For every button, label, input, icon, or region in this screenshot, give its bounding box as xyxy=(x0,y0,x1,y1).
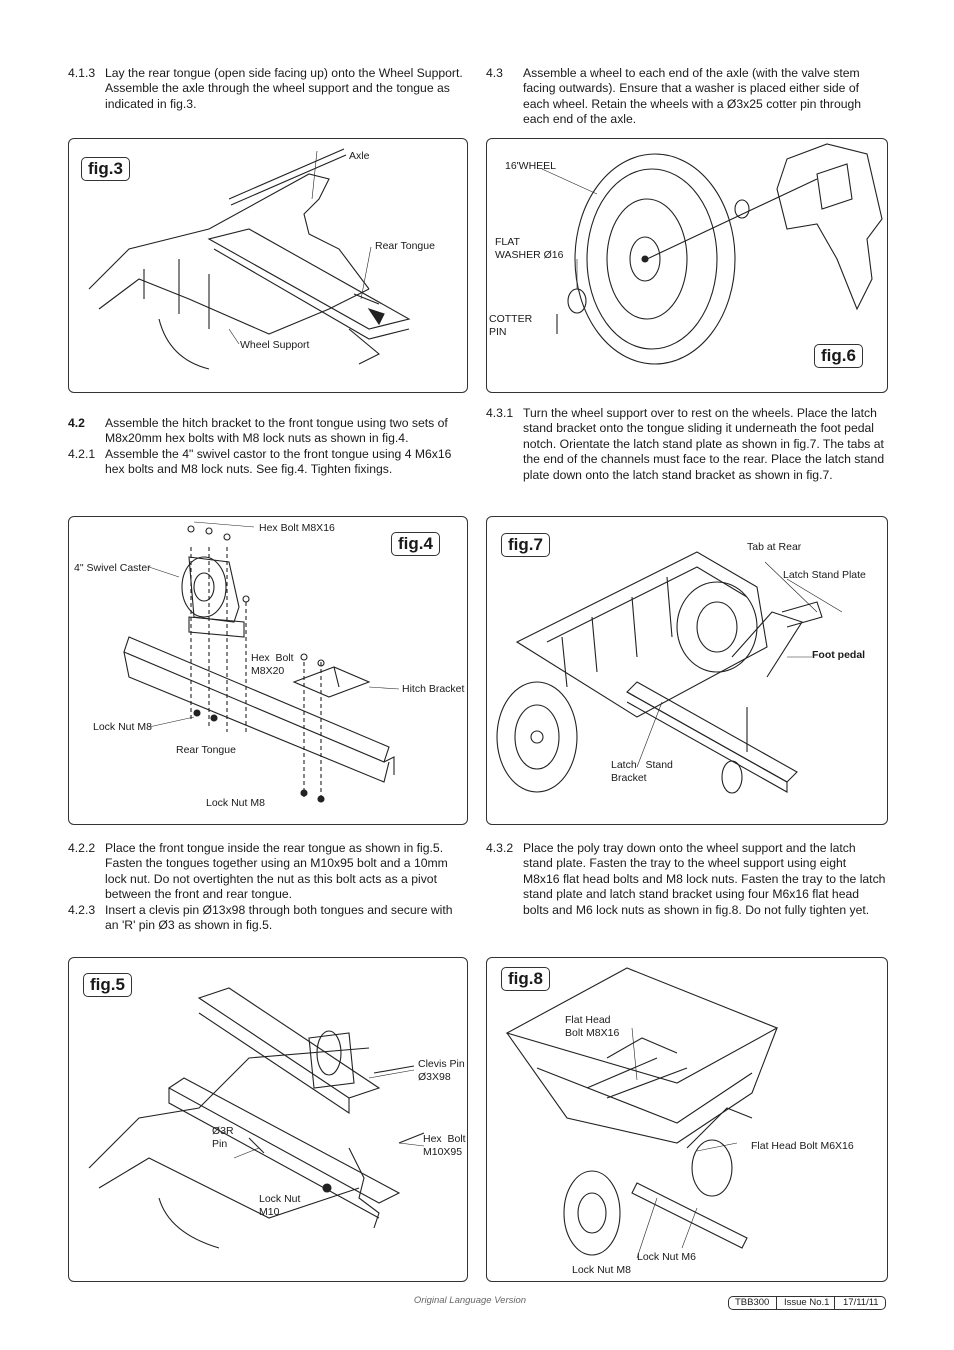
footer-language-note: Original Language Version xyxy=(413,1295,527,1306)
para-4-2-1: 4.2.1 Assemble the 4" swivel castor to t… xyxy=(68,447,466,478)
fig3-callout-rear-tongue: Rear Tongue xyxy=(375,240,435,252)
fig7-callout-plate: Latch Stand Plate xyxy=(783,569,866,581)
fig7-callout-pedal: Foot pedal xyxy=(812,649,866,661)
figure-8: fig.8 Flat Head Bolt M8X16 Flat Head Bol… xyxy=(486,957,888,1282)
para-text: Assemble the 4" swivel castor to the fro… xyxy=(105,447,452,477)
footer-doc-info: TBB300 Issue No.1 17/11/11 xyxy=(728,1296,886,1310)
fig4-callout-hex-mid: Hex Bolt M8X20 xyxy=(251,652,294,677)
para-4-3: 4.3 Assemble a wheel to each end of the … xyxy=(486,66,886,128)
para-4-2: 4.2 Assemble the hitch bracket to the fr… xyxy=(68,416,466,447)
fig4-callout-locknut-2: Lock Nut M8 xyxy=(206,797,265,809)
fig6-drawing xyxy=(541,143,883,365)
fig3-drawing xyxy=(88,148,411,370)
para-number: 4.2 xyxy=(68,416,85,430)
fig8-callout-lock6: Lock Nut M6 xyxy=(637,1251,696,1263)
fig5-callout-clevis: Clevis Pin Ø3X98 xyxy=(418,1058,465,1083)
para-text: Assemble a wheel to each end of the axle… xyxy=(523,66,862,127)
para-text: Lay the rear tongue (open side facing up… xyxy=(105,66,463,111)
fig8-drawing xyxy=(505,967,779,1259)
para-4-3-2: 4.3.2 Place the poly tray down onto the … xyxy=(486,841,886,918)
fig5-callout-hexbolt: Hex Bolt M10X95 xyxy=(423,1133,466,1158)
footer-separator xyxy=(776,1297,777,1309)
para-text: Place the front tongue inside the rear t… xyxy=(105,841,448,902)
para-text: Assemble the hitch bracket to the front … xyxy=(105,416,448,446)
fig6-label: fig.6 xyxy=(814,344,863,368)
fig6-callout-cotter: COTTER PIN xyxy=(489,313,533,338)
fig8-callout-flat6: Flat Head Bolt M6X16 xyxy=(751,1140,854,1152)
footer-issue: Issue No.1 xyxy=(784,1297,830,1308)
fig7-label: fig.7 xyxy=(501,533,550,557)
fig6-callout-wheel: 16'WHEEL xyxy=(505,160,557,172)
para-text: Place the poly tray down onto the wheel … xyxy=(523,841,886,917)
fig4-callout-locknut-1: Lock Nut M8 xyxy=(93,721,152,733)
para-4-2-2: 4.2.2 Place the front tongue inside the … xyxy=(68,841,466,903)
para-number: 4.2.1 xyxy=(68,447,96,461)
para-text: Insert a clevis pin Ø13x98 through both … xyxy=(105,903,453,933)
para-4-1-3: 4.1.3 Lay the rear tongue (open side fac… xyxy=(68,66,466,112)
fig7-drawing xyxy=(496,551,843,794)
footer-date: 17/11/11 xyxy=(843,1297,879,1308)
footer-model: TBB300 xyxy=(735,1297,770,1308)
para-number: 4.1.3 xyxy=(68,66,96,80)
fig4-label: fig.4 xyxy=(391,532,440,556)
figure-3: fig.3 Axle Rear Tongue Wheel Support xyxy=(68,138,468,393)
para-text: Turn the wheel support over to rest on t… xyxy=(523,406,885,482)
fig6-callout-washer: FLAT WASHER Ø16 xyxy=(495,236,564,261)
fig8-label: fig.8 xyxy=(501,967,550,991)
fig4-callout-hitch: Hitch Bracket xyxy=(402,683,465,695)
para-number: 4.3 xyxy=(486,66,503,80)
fig7-callout-bracket: Latch Stand Bracket xyxy=(611,759,673,784)
fig4-callout-rear-tongue: Rear Tongue xyxy=(176,744,236,756)
fig5-drawing xyxy=(88,987,425,1249)
fig4-drawing xyxy=(123,521,400,803)
para-4-3-1: 4.3.1 Turn the wheel support over to res… xyxy=(486,406,886,483)
fig8-callout-flat8: Flat Head Bolt M8X16 xyxy=(565,1014,620,1039)
para-number: 4.2.3 xyxy=(68,903,96,917)
para-number: 4.3.2 xyxy=(486,841,514,855)
fig5-callout-rpin: Ø3R Pin xyxy=(212,1125,234,1150)
fig3-callout-axle: Axle xyxy=(349,150,370,162)
figure-5: fig.5 Clevis Pin Ø3X98 Ø3R Pin Hex Bolt … xyxy=(68,957,468,1282)
fig3-callout-wheel-support: Wheel Support xyxy=(240,339,310,351)
fig5-callout-locknut: Lock Nut M10 xyxy=(259,1193,301,1218)
figure-7: fig.7 Tab at Rear Latch Stand Plate Foot… xyxy=(486,516,888,825)
fig3-label: fig.3 xyxy=(81,157,130,181)
figure-6: fig.6 16'WHEEL FLAT WASHER Ø16 COTTER PI… xyxy=(486,138,888,393)
fig5-label: fig.5 xyxy=(83,973,132,997)
figure-4: fig.4 Hex Bolt M8X16 4" Swivel Caster He… xyxy=(68,516,468,825)
para-number: 4.2.2 xyxy=(68,841,96,855)
footer-separator xyxy=(834,1297,835,1309)
fig8-callout-lock8: Lock Nut M8 xyxy=(572,1264,631,1276)
fig4-callout-caster: 4" Swivel Caster xyxy=(74,562,151,574)
para-number: 4.3.1 xyxy=(486,406,514,420)
para-4-2-3: 4.2.3 Insert a clevis pin Ø13x98 through… xyxy=(68,903,466,934)
fig4-callout-hex-top: Hex Bolt M8X16 xyxy=(259,522,335,534)
fig7-callout-tab: Tab at Rear xyxy=(747,541,802,553)
